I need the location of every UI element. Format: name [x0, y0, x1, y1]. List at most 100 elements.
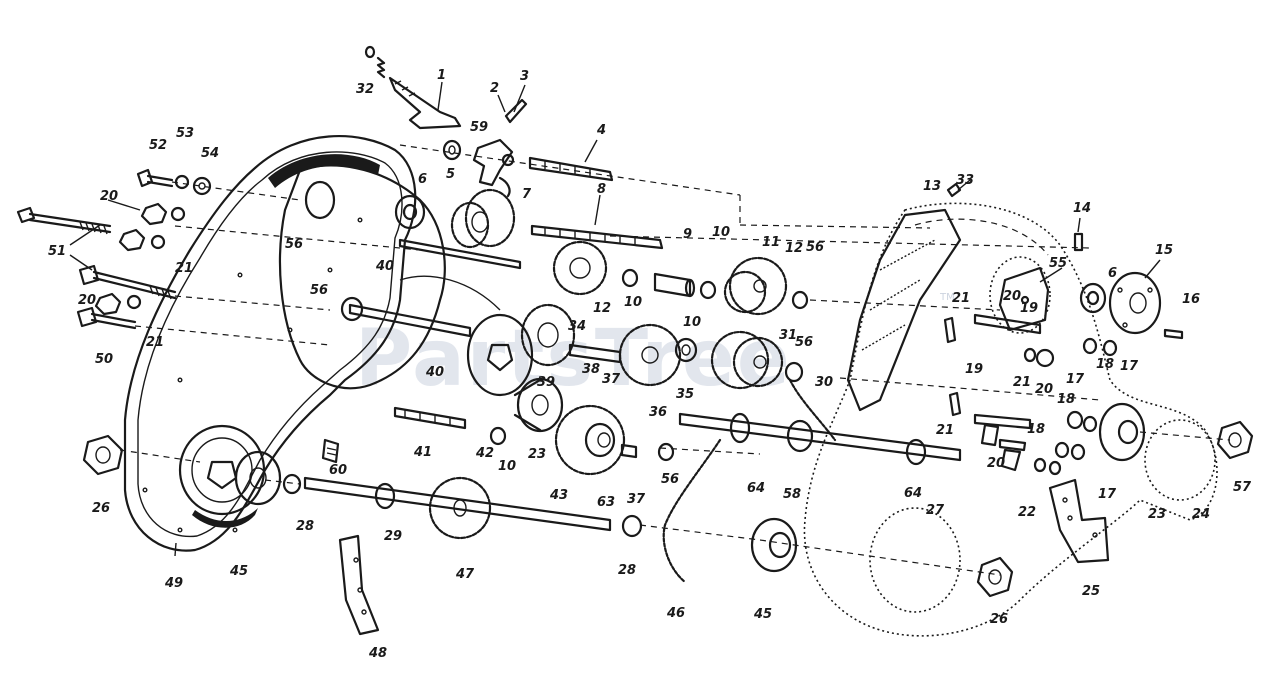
label-64-right: 64 [904, 486, 922, 501]
label-46: 46 [666, 606, 685, 621]
bolt-50 [76, 306, 137, 330]
pin-37-lower [620, 443, 638, 459]
label-19-a: 19 [1020, 301, 1038, 316]
label-45-right: 45 [753, 607, 772, 622]
label-54: 54 [201, 146, 219, 161]
label-3: 3 [520, 69, 529, 84]
nuts-20-21-left [94, 202, 186, 316]
shaft-8 [530, 224, 664, 250]
label-9: 9 [683, 227, 692, 242]
label-55: 55 [1049, 256, 1067, 271]
counter-shaft [398, 238, 522, 270]
gear-43 [554, 404, 626, 476]
label-2: 2 [490, 81, 499, 96]
hex-nut-57 [1216, 420, 1254, 460]
label-4: 4 [596, 123, 606, 138]
label-21-c: 21 [952, 291, 970, 306]
gear-11-12 [723, 256, 788, 316]
watermark-trademark: TM [939, 292, 955, 303]
label-27: 27 [926, 503, 945, 518]
washer-28-left [282, 473, 302, 495]
bracket-55 [973, 266, 1050, 335]
label-20-e: 20 [987, 456, 1005, 471]
shift-shaft-4 [528, 156, 614, 182]
label-56-e: 56 [661, 472, 679, 487]
label-7: 7 [522, 187, 532, 202]
label-31: 31 [779, 328, 797, 343]
label-11: 11 [762, 235, 780, 250]
inner-gear-case-half [278, 164, 534, 397]
pulley-65 [234, 450, 282, 506]
label-53: 53 [176, 126, 194, 141]
lower-axle-29-with-gear-47 [303, 476, 612, 540]
screw-16 [1163, 328, 1184, 340]
label-41: 41 [413, 445, 432, 460]
shifter-rod-1 [388, 76, 462, 130]
label-32: 32 [356, 82, 374, 97]
label-21-b: 21 [146, 335, 164, 350]
label-22: 22 [1018, 505, 1036, 520]
label-20-b: 20 [78, 293, 96, 308]
bolt-60 [321, 438, 340, 464]
washer-10-lower [489, 426, 507, 446]
pin-32-and-spring [364, 45, 386, 79]
bolt-14 [1073, 232, 1084, 252]
label-8: 8 [597, 182, 606, 197]
label-15: 15 [1155, 243, 1173, 258]
label-1: 1 [437, 68, 446, 83]
label-47: 47 [455, 567, 475, 582]
label-39: 39 [537, 375, 555, 390]
spacer-10-upper [621, 268, 717, 300]
hex-nut-26-right [976, 556, 1014, 598]
label-63: 63 [597, 495, 615, 510]
label-26-right: 26 [990, 612, 1008, 627]
label-25: 25 [1082, 584, 1100, 599]
bearing-6-left [394, 194, 426, 230]
label-36: 36 [649, 405, 667, 420]
label-37-upper: 37 [602, 372, 621, 387]
label-21-d: 21 [1013, 375, 1031, 390]
label-35: 35 [676, 387, 694, 402]
label-56-b: 56 [310, 283, 328, 298]
label-16: 16 [1182, 292, 1200, 307]
bolt-51-lower [78, 264, 177, 300]
bushing-5 [442, 139, 462, 161]
shift-fork-59 [472, 138, 515, 198]
label-28-left: 28 [296, 519, 314, 534]
label-56-d: 56 [795, 335, 813, 350]
label-17-a: 17 [1120, 359, 1139, 374]
cover-plate-15 [1108, 271, 1162, 335]
label-57: 57 [1233, 480, 1252, 495]
label-28-right: 28 [618, 563, 636, 578]
bracket-19-lower [973, 413, 1032, 472]
label-30: 30 [815, 375, 833, 390]
alignment-lines [119, 144, 1231, 576]
label-37-lower: 37 [627, 492, 646, 507]
lower-pulley-hub [178, 424, 266, 528]
bearing-23-right [1098, 402, 1146, 462]
label-6-right: 6 [1108, 266, 1117, 281]
bolt-51-upper [16, 206, 112, 235]
scraper-48 [338, 534, 380, 636]
label-5: 5 [446, 167, 455, 182]
bolt-20-lower-right [948, 391, 962, 417]
hex-nut-26-left [82, 434, 124, 476]
label-13: 13 [923, 179, 941, 194]
label-6-left: 6 [418, 172, 427, 187]
label-40-upper: 40 [375, 259, 394, 274]
right-gear-case-half [803, 202, 1218, 637]
label-20-d: 20 [1035, 382, 1053, 397]
label-43: 43 [549, 488, 568, 503]
screw-3 [504, 98, 528, 124]
screw-33 [946, 182, 962, 198]
label-23-b: 23 [1148, 507, 1166, 522]
label-20-c: 20 [1003, 289, 1021, 304]
label-10-a: 10 [712, 225, 730, 240]
label-24: 24 [1192, 507, 1210, 522]
gear-7 [450, 188, 516, 249]
nuts-17-18-upper [1023, 337, 1118, 368]
label-18-a: 18 [1096, 357, 1114, 372]
label-18-c: 18 [1027, 422, 1045, 437]
label-18-b: 18 [1057, 392, 1075, 407]
